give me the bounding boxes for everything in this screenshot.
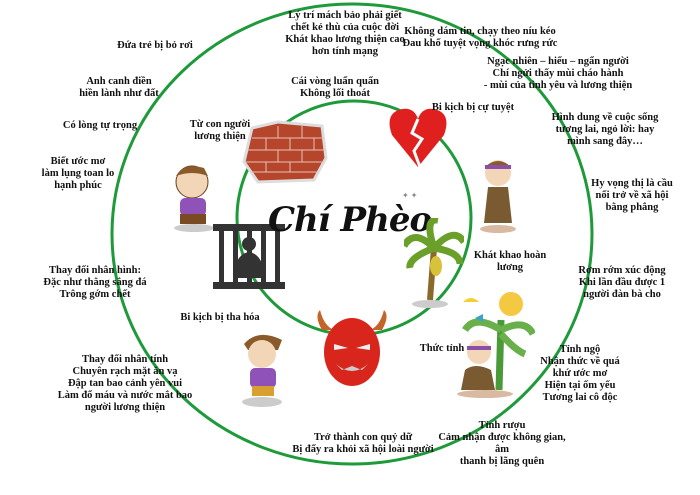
label-ngac-nhien: Ngạc nhiên – hiểu – ngẩn người Chí ngửi … xyxy=(483,56,633,91)
outer-ring xyxy=(110,2,594,466)
label-bi-kich-cu-tuyet: Bi kịch bị cự tuyệt xyxy=(431,102,515,113)
banana-tree-icon xyxy=(404,218,464,308)
prison-bars-icon xyxy=(213,224,285,289)
label-bi-kich-tha-hoa: Bi kịch bị tha hóa xyxy=(180,312,260,323)
moon-stars-icon: ✦ ✦ xyxy=(395,191,424,227)
title-chi-pheo: Chí Phèo xyxy=(268,200,432,240)
label-dua-tre-bi-bo-roi: Đứa trẻ bị bỏ rơi xyxy=(117,40,193,51)
label-khat-khao-hoan-luong: Khát khao hoàn lương xyxy=(473,250,547,273)
angry-man-sitting-icon xyxy=(174,165,214,232)
label-hinh-dung: Hình dung về cuộc sống tương lai, ngỏ lờ… xyxy=(551,112,659,147)
brick-wall-icon xyxy=(242,120,328,184)
angry-man-eating-icon xyxy=(242,334,282,407)
label-thay-doi-nhan-hinh: Thay đổi nhân hình: Đặc như thằng sắng đ… xyxy=(43,265,147,300)
label-thuc-tinh: Thức tỉnh xyxy=(419,343,465,354)
label-khong-dam-tin: Không dám tin, chạy theo níu kéo Đau khổ… xyxy=(402,26,558,49)
label-co-long-tu-trong: Có lòng tự trọng xyxy=(62,120,138,131)
label-tu-con-nguoi-luong-thien: Từ con người lương thiện xyxy=(189,119,251,142)
label-thay-doi-nhan-tinh: Thay đổi nhân tính Chuyên rạch mặt ăn vạ… xyxy=(57,354,193,413)
label-tinh-ngo: Tỉnh ngộ Nhận thức về quá khứ ước mơ Hiệ… xyxy=(540,344,620,403)
label-biet-uoc-mo: Biết ước mơ làm lụng toan lo hạnh phúc xyxy=(41,156,115,191)
label-tinh-ruou: Tỉnh rượu Cảm nhận được không gian, âm t… xyxy=(438,420,566,467)
broken-heart-icon xyxy=(389,108,447,168)
devil-face-icon xyxy=(317,310,387,386)
label-hy-vong: Hy vọng thị là cầu nối trở về xã hội bằn… xyxy=(591,178,673,213)
label-anh-canh-dien: Anh canh điền hiền lành như đất xyxy=(79,76,159,99)
label-ly-tri-mach-bao: Lý trí mách bảo phải giết chết kẻ thù củ… xyxy=(285,10,405,57)
svg-text:✦ ✦: ✦ ✦ xyxy=(402,191,418,200)
label-vong-luan-quan: Cái vòng luẩn quẩn Không lối thoát xyxy=(291,76,379,99)
chi-pheo-under-tree-icon xyxy=(457,292,535,398)
label-tro-thanh-quy-du: Trở thành con quỷ dữ Bị đẩy ra khỏi xã h… xyxy=(292,432,434,455)
thi-no-character-icon xyxy=(480,160,516,233)
label-rom-rom-xuc-dong: Rơm rớm xúc động Khi lần đầu được 1 ngườ… xyxy=(578,265,666,300)
